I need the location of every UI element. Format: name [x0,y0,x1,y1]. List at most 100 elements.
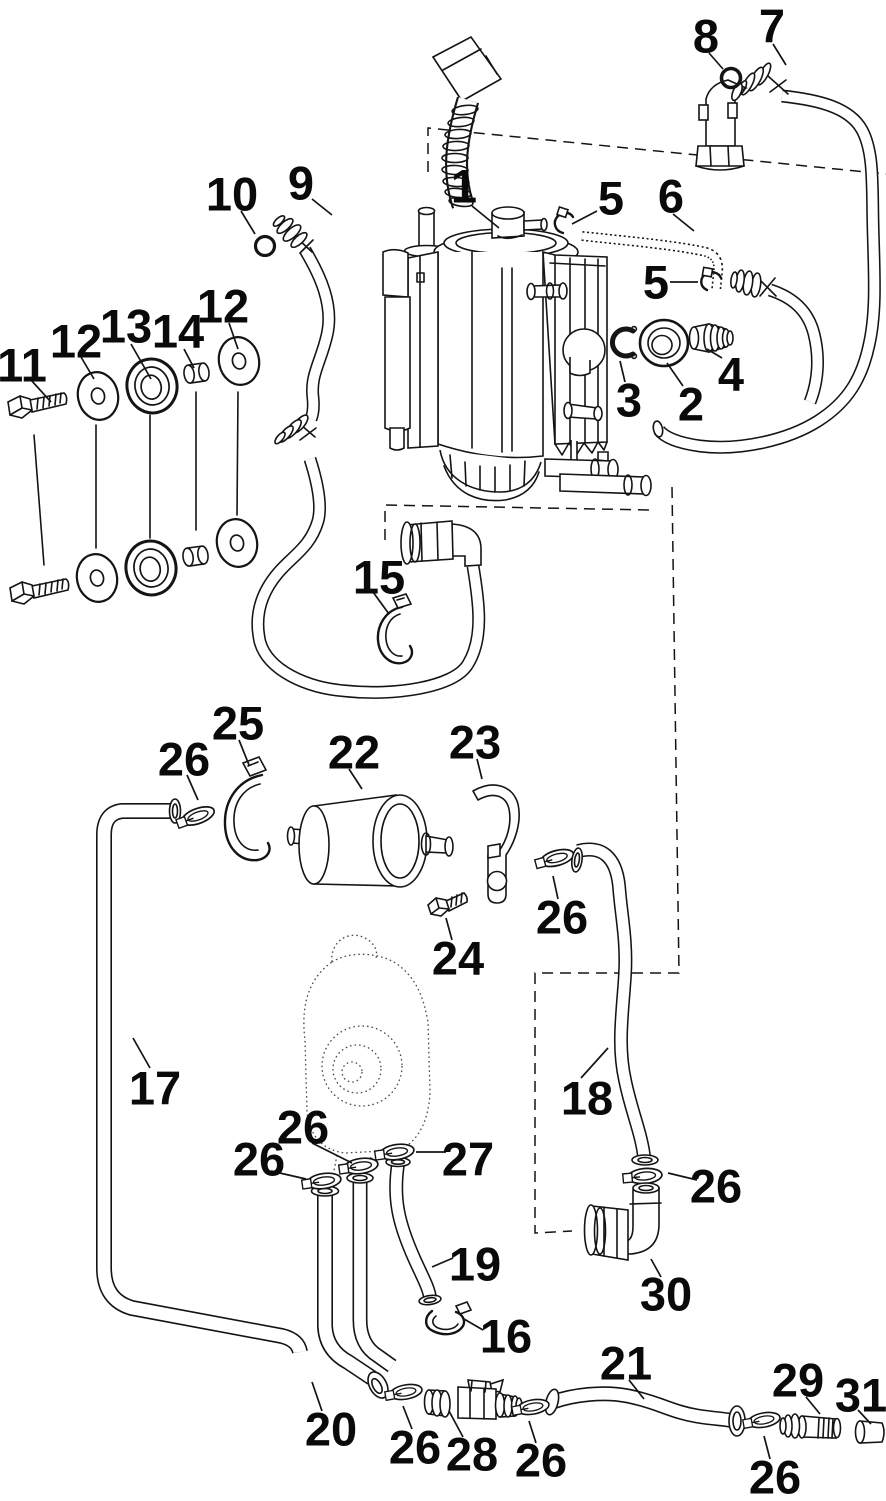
hose-20-drawing [310,1186,389,1399]
part-callout-26-18: 26 [158,733,210,786]
tank-body [382,248,608,459]
part-callout-10-10: 10 [206,168,258,221]
part-callout-25-17: 25 [212,697,264,750]
callout-leader-26-22 [552,875,559,900]
part-callout-22-19: 22 [328,726,380,779]
hose-7-barb-connector-top [736,62,789,97]
wire-loom [441,100,479,208]
part-callout-26-25: 26 [277,1101,329,1154]
fuel-filter-22-drawing [286,794,454,888]
hose-9-bottom-barb [274,414,317,445]
clamp-26-hose21-end [741,1409,782,1432]
callout-leader-16-29 [463,1318,484,1331]
fitting-4-drawing [688,323,734,353]
bolt-11-lower [9,578,70,605]
ghost-carburetor-outline [303,934,431,1177]
connector-28-drawing [423,1378,523,1420]
callout-leader-30-31 [650,1258,662,1278]
callout-leader-11-11 [30,379,52,403]
clamp-16-band [424,1301,473,1336]
part-callout-16-29: 16 [480,1310,532,1363]
part-callout-8-8: 8 [693,10,719,63]
o-ring-8 [719,66,743,90]
clamp-5-upper [553,205,575,235]
part-callout-29-38: 29 [772,1354,824,1407]
part-callout-11-11: 11 [0,339,47,392]
hose-19-drawing [385,1156,442,1306]
callout-leader-18-24 [580,1047,609,1079]
callout-leader-19-28 [431,1257,454,1268]
hose-17-drawing [104,798,300,1352]
part-callout-19-28: 19 [449,1238,501,1291]
callout-leader-25-17 [238,739,250,766]
part-callout-27-27: 27 [442,1133,494,1186]
hose-7-manifold-drawing [652,62,874,448]
callout-leader-15-16 [372,591,390,615]
hose-9-drawing [272,215,329,445]
part-callout-6-6: 6 [658,170,684,223]
callout-leader-26-33 [402,1405,413,1430]
bracket-23-drawing [472,784,520,904]
retaining-clip-3-drawing [610,325,638,360]
part-callout-15-16: 15 [353,551,405,604]
hose-18-drawing [570,847,659,1166]
callout-leader-26-35 [528,1420,537,1444]
part-callout-20-32: 20 [305,1403,357,1456]
hose-21-drawing [544,1388,746,1437]
part-callout-14-14: 14 [152,305,204,358]
callout-leader-12-15 [228,322,239,350]
callout-leader-31-39 [857,1409,872,1425]
clamp-15-band [376,593,414,665]
part-callout-18-24: 18 [561,1072,613,1125]
cap-31-drawing [854,1420,885,1444]
clamp-5-lower [700,266,723,292]
part-callout-30-31: 30 [640,1268,692,1321]
hose-7-barb-connector-mid [730,269,777,298]
part-callout-31-39: 31 [835,1369,886,1422]
callout-leader-7-7 [772,43,787,66]
part-callout-21-36: 21 [600,1337,652,1390]
callout-leader-12-12 [80,356,95,380]
bolt-11-upper [7,392,68,419]
loop-elbow-nut-fitting [400,520,482,567]
callout-leader-3-2 [619,360,626,383]
part-callout-1-0: 1 [451,160,477,213]
callout-leader-8-8 [708,52,724,70]
part-callout-12-15: 12 [197,280,249,333]
o-ring-10 [253,234,277,258]
callout-leader-9-9 [311,198,333,216]
callout-leader-13-13 [130,343,152,380]
callout-leader-26-25 [311,1142,353,1164]
part-callout-9-9: 9 [288,157,314,210]
fitting-29-drawing [779,1413,842,1439]
callout-leader-24-21 [445,917,453,941]
hose-20-rear-drawing [346,1173,392,1366]
part-callout-3-2: 3 [616,374,642,427]
hose-9-top-barb [272,215,314,254]
part-callout-13-13: 13 [100,300,152,353]
callout-leader-14-14 [183,348,195,369]
part-callout-12-12: 12 [50,315,102,368]
pump-outlet-loop-hose [258,459,481,692]
mount-hardware-stacks [7,332,265,607]
callout-leader-17-23 [132,1037,151,1069]
side-boss-port [562,328,606,377]
elbow-fitting-with-nut [695,79,748,171]
callout-leader-29-38 [805,1396,821,1415]
part-callout-24-21: 24 [432,932,484,985]
clamp-26-connector-left [383,1381,424,1404]
part-callout-28-34: 28 [446,1428,498,1481]
callout-leader-26-37 [763,1435,771,1460]
part-callout-2-1: 2 [678,378,704,431]
callout-leader-23-20 [476,758,483,780]
part-callout-23-20: 23 [449,716,501,769]
elbow-fitting-30-drawing [583,1182,662,1261]
part-callout-26-26: 26 [233,1133,285,1186]
electrical-connector [431,35,503,103]
lid-cap-fitting [491,206,548,240]
part-callout-26-33: 26 [389,1421,441,1474]
part-callout-26-22: 26 [536,891,588,944]
callout-leader-26-26 [270,1170,307,1180]
part-callout-26-35: 26 [515,1434,567,1487]
